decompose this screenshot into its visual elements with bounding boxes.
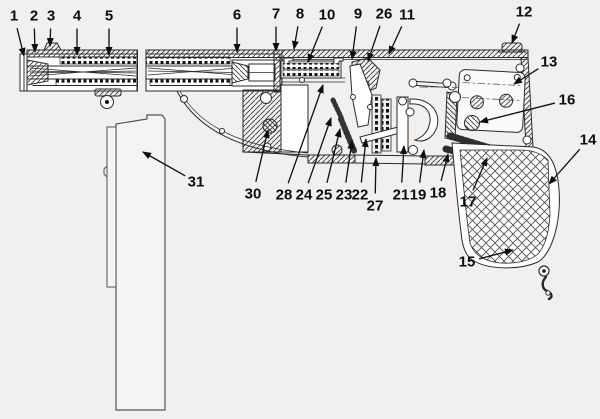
callout-label-19: 19 xyxy=(410,187,427,204)
callout-arrow-31 xyxy=(142,151,186,177)
callout-label-25: 25 xyxy=(316,187,333,204)
barrel-rear-section xyxy=(145,49,283,93)
callout-label-26: 26 xyxy=(376,6,393,23)
callout-arrow-3 xyxy=(46,28,54,47)
callout-label-30: 30 xyxy=(245,186,262,203)
callout-label-11: 11 xyxy=(399,7,415,24)
callout-label-15: 15 xyxy=(459,254,476,271)
callout-arrow-12 xyxy=(511,23,521,44)
callout-arrow-24 xyxy=(307,117,332,184)
callout-arrow-30 xyxy=(255,129,270,182)
callout-arrow-26 xyxy=(367,25,381,62)
lanyard-ring xyxy=(538,265,553,301)
callout-label-13: 13 xyxy=(541,54,558,71)
callout-label-1: 1 xyxy=(10,8,18,25)
callout-arrow-9 xyxy=(349,26,357,60)
barrel-break-gap xyxy=(137,44,146,94)
magazine xyxy=(103,114,166,411)
barrel-front-section xyxy=(19,42,138,109)
callout-arrow-28 xyxy=(287,84,324,184)
callout-arrow-15 xyxy=(478,248,514,260)
callout-arrow-19 xyxy=(419,149,427,183)
frame-front-curve xyxy=(176,90,309,158)
hammer-assembly xyxy=(349,57,381,128)
callout-label-6: 6 xyxy=(233,7,241,24)
callout-label-27: 27 xyxy=(367,198,384,215)
trigger-assembly xyxy=(396,78,525,153)
callout-arrow-27 xyxy=(372,157,380,194)
callout-label-31: 31 xyxy=(188,174,205,191)
callout-arrow-1 xyxy=(16,27,26,57)
callout-arrow-16 xyxy=(479,102,556,124)
sear-and-springs xyxy=(330,94,401,156)
callout-label-10: 10 xyxy=(319,7,336,24)
front-frame-block xyxy=(242,84,309,156)
callout-arrow-18 xyxy=(440,153,450,182)
callout-label-7: 7 xyxy=(272,6,280,23)
callout-label-17: 17 xyxy=(460,194,477,211)
grip-panel-checkering xyxy=(459,149,551,264)
callout-arrow-17 xyxy=(472,157,488,191)
rear-sight-knob xyxy=(497,42,527,53)
callout-arrow-10 xyxy=(307,26,323,63)
callout-arrow-14 xyxy=(548,148,581,185)
callout-label-16: 16 xyxy=(559,92,576,109)
callout-label-2: 2 xyxy=(30,8,38,25)
pistol-grip xyxy=(451,142,560,301)
callout-label-9: 9 xyxy=(354,6,362,23)
callout-label-23: 23 xyxy=(336,187,353,204)
callout-arrow-21 xyxy=(400,145,408,183)
callout-label-22: 22 xyxy=(352,187,369,204)
callout-label-12: 12 xyxy=(516,4,533,21)
callout-arrow-23 xyxy=(345,140,355,183)
barrel-ring-bracket xyxy=(94,88,122,109)
callout-label-18: 18 xyxy=(430,185,447,202)
callout-arrow-22 xyxy=(360,138,369,183)
callout-arrow-13 xyxy=(513,68,539,85)
callout-arrow-11 xyxy=(388,26,403,55)
callout-label-5: 5 xyxy=(105,8,113,25)
callout-label-24: 24 xyxy=(296,187,313,204)
callout-arrow-8 xyxy=(291,26,299,50)
callout-label-21: 21 xyxy=(393,187,410,204)
callout-label-14: 14 xyxy=(580,132,597,149)
callout-label-3: 3 xyxy=(47,8,55,25)
breech-bolt-assembly xyxy=(280,57,346,83)
callout-label-4: 4 xyxy=(73,8,82,25)
callout-label-28: 28 xyxy=(276,187,293,204)
callout-label-8: 8 xyxy=(296,6,304,23)
callout-arrow-25 xyxy=(326,128,342,184)
chamber-block xyxy=(231,59,281,87)
callout-arrow-2 xyxy=(31,28,39,53)
